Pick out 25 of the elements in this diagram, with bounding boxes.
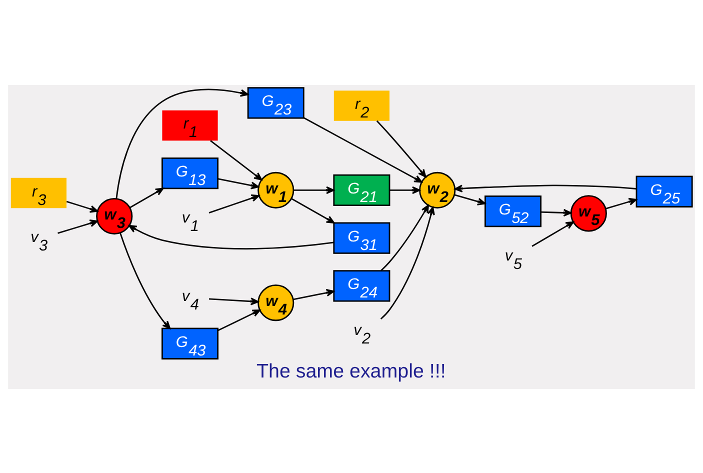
arrow [210, 140, 262, 180]
arrow [540, 208, 572, 216]
caption: The same example !!! [256, 360, 446, 382]
arrow [218, 309, 261, 331]
arrow [605, 197, 637, 209]
arrow [128, 224, 334, 249]
arrow [218, 178, 260, 189]
arrow [390, 186, 420, 194]
arrow [380, 204, 430, 271]
arrow [380, 206, 435, 320]
arrow [291, 198, 335, 223]
arrow [58, 219, 98, 234]
arrow [116, 88, 249, 198]
arrow [66, 200, 98, 212]
arrow [293, 288, 334, 300]
arrow [294, 186, 334, 194]
arrow [303, 116, 422, 182]
arrow [376, 120, 426, 177]
arrow [454, 184, 637, 192]
arrow [208, 194, 260, 213]
arrow [120, 232, 171, 329]
arrow [130, 187, 164, 208]
arrow [209, 297, 259, 305]
arrow [532, 220, 574, 246]
arrow [454, 194, 486, 205]
